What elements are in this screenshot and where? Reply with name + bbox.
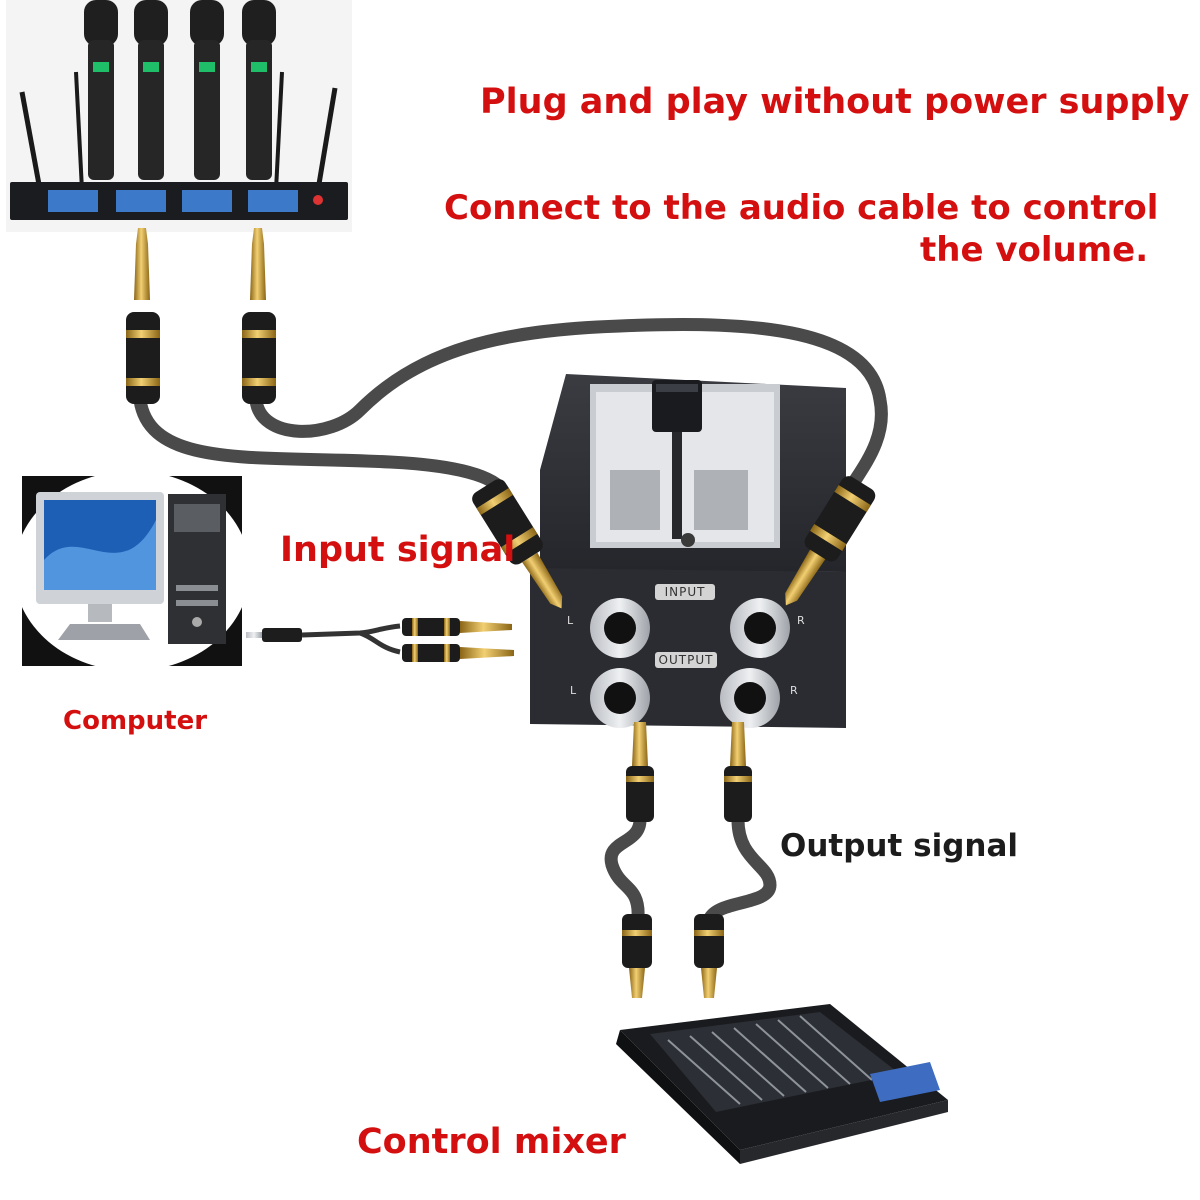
jack-plug bbox=[724, 722, 752, 822]
input-right-tag: R bbox=[797, 614, 805, 627]
input-cables bbox=[133, 318, 888, 502]
headline-line-1: Plug and play without power supply bbox=[480, 82, 1190, 122]
input-tag: INPUT bbox=[665, 585, 706, 599]
volume-controller-box: INPUT OUTPUT L R L R bbox=[530, 374, 846, 728]
computer-label: Computer bbox=[63, 706, 208, 736]
output-jack-right[interactable] bbox=[720, 668, 780, 728]
output-signal-label: Output signal bbox=[780, 828, 1018, 864]
microphone-icon bbox=[242, 0, 276, 180]
jack-plug bbox=[126, 228, 160, 404]
audio-mixer bbox=[616, 1004, 948, 1164]
jack-plug bbox=[694, 914, 724, 998]
input-jack-right[interactable] bbox=[730, 598, 790, 658]
input-left-tag: L bbox=[567, 614, 574, 627]
input-signal-label: Input signal bbox=[280, 530, 516, 570]
output-left-tag: L bbox=[570, 684, 577, 697]
output-right-tag: R bbox=[790, 684, 798, 697]
computer-icon bbox=[14, 471, 250, 671]
jack-plug bbox=[785, 476, 876, 606]
input-jack-left[interactable] bbox=[590, 598, 650, 658]
microphone-icon bbox=[190, 0, 224, 180]
headline-line-3: the volume. bbox=[920, 230, 1149, 270]
output-cables bbox=[604, 813, 777, 925]
microphone-icon bbox=[84, 0, 118, 180]
jack-plug bbox=[472, 479, 563, 609]
headline-line-2: Connect to the audio cable to control bbox=[444, 188, 1159, 228]
output-tag: OUTPUT bbox=[659, 653, 714, 667]
fader-knob[interactable] bbox=[652, 380, 702, 432]
output-jack-left[interactable] bbox=[590, 668, 650, 728]
jack-plug bbox=[626, 722, 654, 822]
microphone-icon bbox=[134, 0, 168, 180]
wireless-receiver bbox=[6, 0, 352, 232]
jack-plug bbox=[242, 228, 276, 404]
jack-plug bbox=[622, 914, 652, 998]
y-splitter-cable bbox=[246, 618, 514, 662]
control-mixer-label: Control mixer bbox=[357, 1122, 626, 1162]
